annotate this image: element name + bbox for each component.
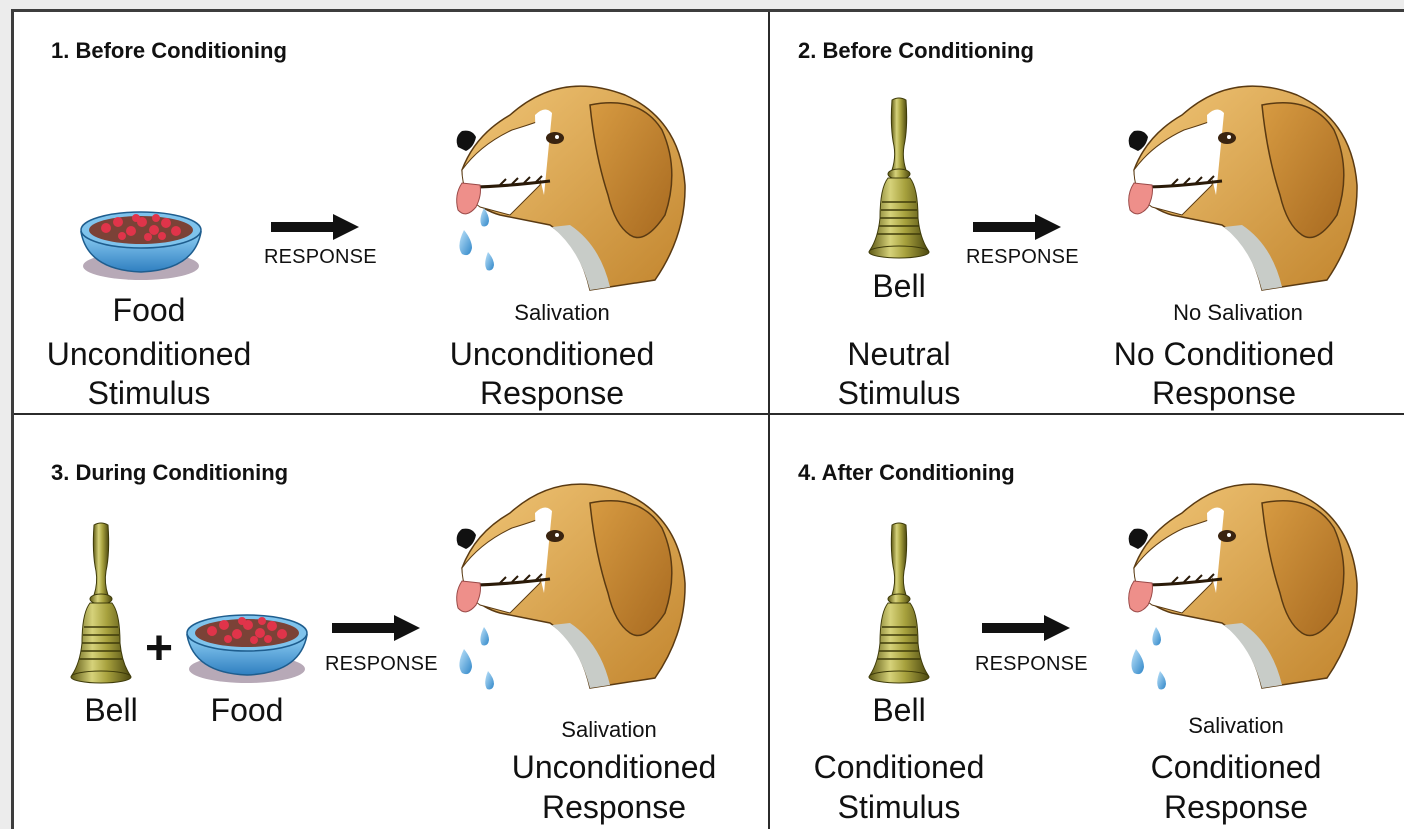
stimulus-name: Bell (872, 692, 926, 728)
arrow-right-icon (973, 214, 1061, 240)
response-type-line1: Unconditioned (511, 749, 717, 785)
panel-before-conditioning-bell: 2. Before Conditioning Bell Neutral Stim… (770, 12, 1404, 413)
vertical-divider (768, 12, 770, 829)
diagram-frame: 1. Before Conditioning Food Unconditione… (11, 9, 1404, 829)
saliva-drops-icon (1131, 627, 1166, 690)
response-type-line2: Response (541, 789, 687, 825)
response-type-line2: Response (1151, 375, 1297, 411)
response-type-line2: Response (479, 375, 625, 411)
bell-icon (70, 522, 132, 684)
arrow-right-icon (271, 214, 359, 240)
food-bowl-icon (186, 614, 308, 683)
stimulus-type-line2: Stimulus (837, 789, 961, 825)
plus-sign: + (145, 622, 174, 675)
dog-head-icon (456, 483, 686, 689)
panel-during-conditioning: 3. During Conditioning + Bell Food RESPO… (14, 415, 768, 829)
response-type-line1: No Conditioned (1113, 336, 1335, 372)
dog-reaction: Salivation (1188, 713, 1284, 738)
bell-icon (868, 522, 930, 684)
response-type-line1: Conditioned (1150, 749, 1322, 785)
dog-head-icon (456, 85, 686, 291)
food-bowl-icon (80, 211, 202, 280)
dog-reaction: Salivation (514, 300, 610, 325)
stimulus-name: Bell (872, 268, 926, 304)
stimulus-type-line1: Conditioned (813, 749, 985, 785)
dog-head-icon (1128, 483, 1358, 689)
arrow-label: RESPONSE (975, 653, 1088, 675)
dog-reaction: Salivation (561, 717, 657, 742)
dog-head-icon (1128, 85, 1358, 291)
response-type-line1: Unconditioned (449, 336, 655, 372)
bell-icon (868, 97, 930, 259)
panel-before-conditioning-food: 1. Before Conditioning Food Unconditione… (14, 12, 768, 413)
arrow-right-icon (332, 615, 420, 641)
horizontal-divider (14, 413, 1404, 415)
panel-title: 3. During Conditioning (51, 460, 289, 485)
arrow-label: RESPONSE (325, 653, 438, 675)
panel-title: 1. Before Conditioning (51, 38, 287, 63)
response-type-line2: Response (1163, 789, 1309, 825)
dog-reaction: No Salivation (1173, 300, 1303, 325)
arrow-label: RESPONSE (966, 246, 1079, 268)
stimulus-type-line1: Unconditioned (46, 336, 252, 372)
panel-title: 4. After Conditioning (798, 460, 1015, 485)
panel-title: 2. Before Conditioning (798, 38, 1034, 63)
stimulus-name: Food (112, 292, 186, 328)
stimulus-name-food: Food (210, 692, 284, 728)
saliva-drops-icon (459, 627, 494, 690)
arrow-label: RESPONSE (264, 246, 377, 268)
stimulus-type-line2: Stimulus (87, 375, 211, 411)
stimulus-type-line1: Neutral (847, 336, 951, 372)
panel-after-conditioning: 4. After Conditioning Bell Conditioned S… (770, 415, 1404, 829)
saliva-drops-icon (459, 208, 494, 271)
arrow-right-icon (982, 615, 1070, 641)
stimulus-name-bell: Bell (84, 692, 138, 728)
stimulus-type-line2: Stimulus (837, 375, 961, 411)
